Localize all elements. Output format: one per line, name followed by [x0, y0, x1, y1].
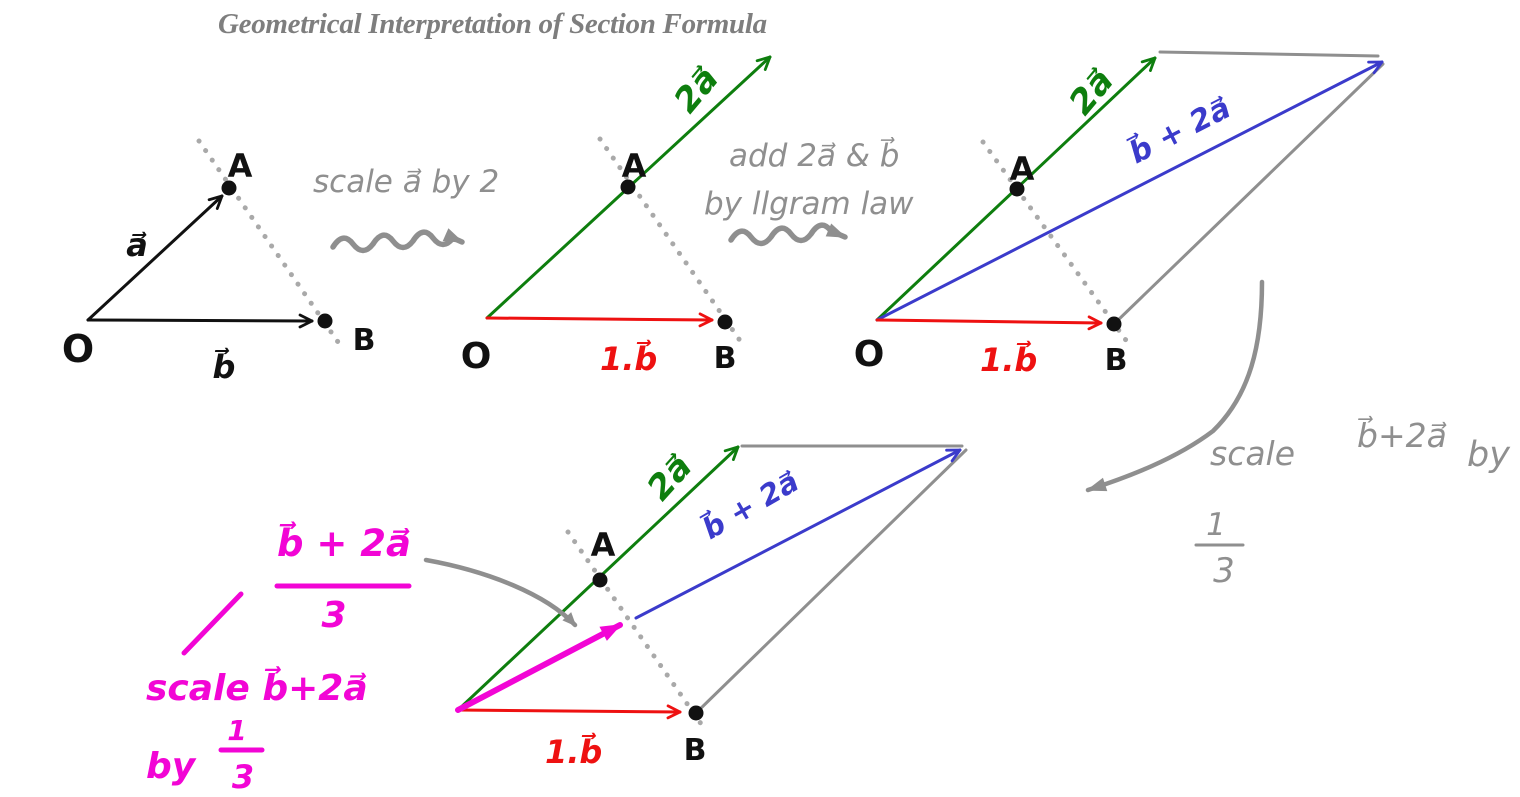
vector-b-label: b⃗ [213, 347, 236, 386]
point-a-label: A [591, 526, 616, 564]
note-section-formula: b⃗ + 2a⃗ 3 scale b⃗+2a⃗ by 1 3 [146, 521, 578, 796]
vector-2a-label: 2a⃗ [666, 59, 727, 120]
point-b-label: B [353, 323, 376, 358]
step-scale-annotation: scale a⃗ by 2 [313, 164, 499, 254]
point-a-dot [221, 180, 237, 196]
vector-2a-label: 2a⃗ [1061, 61, 1122, 122]
origin-label: O [62, 327, 94, 371]
vector-1b-label: 1.b⃗ [980, 340, 1037, 379]
step2-caption-line1: add 2a⃗ & b⃗ [729, 136, 900, 174]
pointer-arrow-icon [423, 557, 578, 628]
step-add-annotation: add 2a⃗ & b⃗ by llgram law [704, 136, 914, 247]
point-a-label: A [228, 147, 253, 185]
vector-sum [634, 448, 962, 620]
vector-sum [875, 60, 1384, 322]
point-a-label: A [622, 147, 647, 185]
parallelogram-right-edge [1112, 62, 1385, 326]
step3-scale-word: scale [1210, 434, 1295, 473]
vector-a [86, 194, 224, 322]
diagram-original: O A B a⃗ b⃗ [62, 138, 376, 386]
fraction-denominator: 3 [1213, 551, 1235, 591]
origin-label: O [854, 334, 885, 375]
squiggly-arrow-icon [728, 222, 848, 247]
origin-label: O [461, 336, 492, 377]
diagram-parallelogram: O A B 2a⃗ b⃗ + 2a⃗ 1.b⃗ [854, 50, 1385, 379]
note-fraction2-numerator: 1 [227, 714, 246, 747]
step-divide-annotation: scale b⃗+2a⃗ by 1 3 [1085, 279, 1511, 591]
parallelogram-top-edge [1158, 50, 1380, 58]
step3-by-word: by [1467, 435, 1511, 475]
point-b-label: B [684, 733, 707, 768]
point-b-dot [717, 314, 733, 330]
vector-1b [485, 312, 714, 328]
curved-arrow-icon [1085, 279, 1265, 493]
vector-sum-label: b⃗ + 2a⃗ [696, 463, 805, 546]
section-line-dotted [565, 529, 709, 734]
note-scale-line: scale b⃗+2a⃗ [146, 665, 368, 709]
squiggly-arrow-icon [330, 228, 465, 254]
point-a-label: A [1010, 150, 1035, 188]
vector-1b-label: 1.b⃗ [545, 732, 602, 771]
point-a-dot [620, 179, 636, 195]
vector-b [86, 313, 314, 329]
vector-1b [875, 315, 1103, 331]
vector-section [455, 622, 623, 713]
point-b-label: B [714, 341, 737, 376]
note-fraction-numerator: b⃗ + 2a⃗ [277, 521, 411, 565]
section-line-dotted [980, 139, 1131, 346]
parallelogram-right-edge [694, 448, 968, 715]
point-b-dot [1106, 316, 1122, 332]
page-title: Geometrical Interpretation of Section Fo… [218, 8, 767, 40]
fraction-numerator: 1 [1206, 507, 1226, 543]
vector-1b-label: 1.b⃗ [600, 339, 657, 378]
point-a-dot [592, 572, 608, 588]
note-fraction-denominator: 3 [321, 595, 346, 636]
point-a-dot [1009, 181, 1025, 197]
vector-1b [456, 704, 682, 720]
diagram-section: A B 2a⃗ b⃗ + 2a⃗ 1.b⃗ [455, 444, 968, 771]
note-slash-mark [181, 591, 244, 656]
step1-caption: scale a⃗ by 2 [313, 164, 499, 200]
vector-2a-label: 2a⃗ [639, 447, 700, 508]
vector-sum-label: b⃗ + 2a⃗ [1123, 89, 1236, 171]
step2-caption-line2: by llgram law [704, 186, 914, 222]
point-b-dot [317, 313, 333, 329]
vector-a-label: a⃗ [126, 226, 148, 264]
note-fraction2-denominator: 3 [232, 758, 254, 796]
point-b-label: B [1105, 343, 1128, 378]
point-b-dot [688, 705, 704, 721]
step3-vector: b⃗+2a⃗ [1357, 415, 1447, 455]
note-by-word: by [146, 746, 197, 787]
